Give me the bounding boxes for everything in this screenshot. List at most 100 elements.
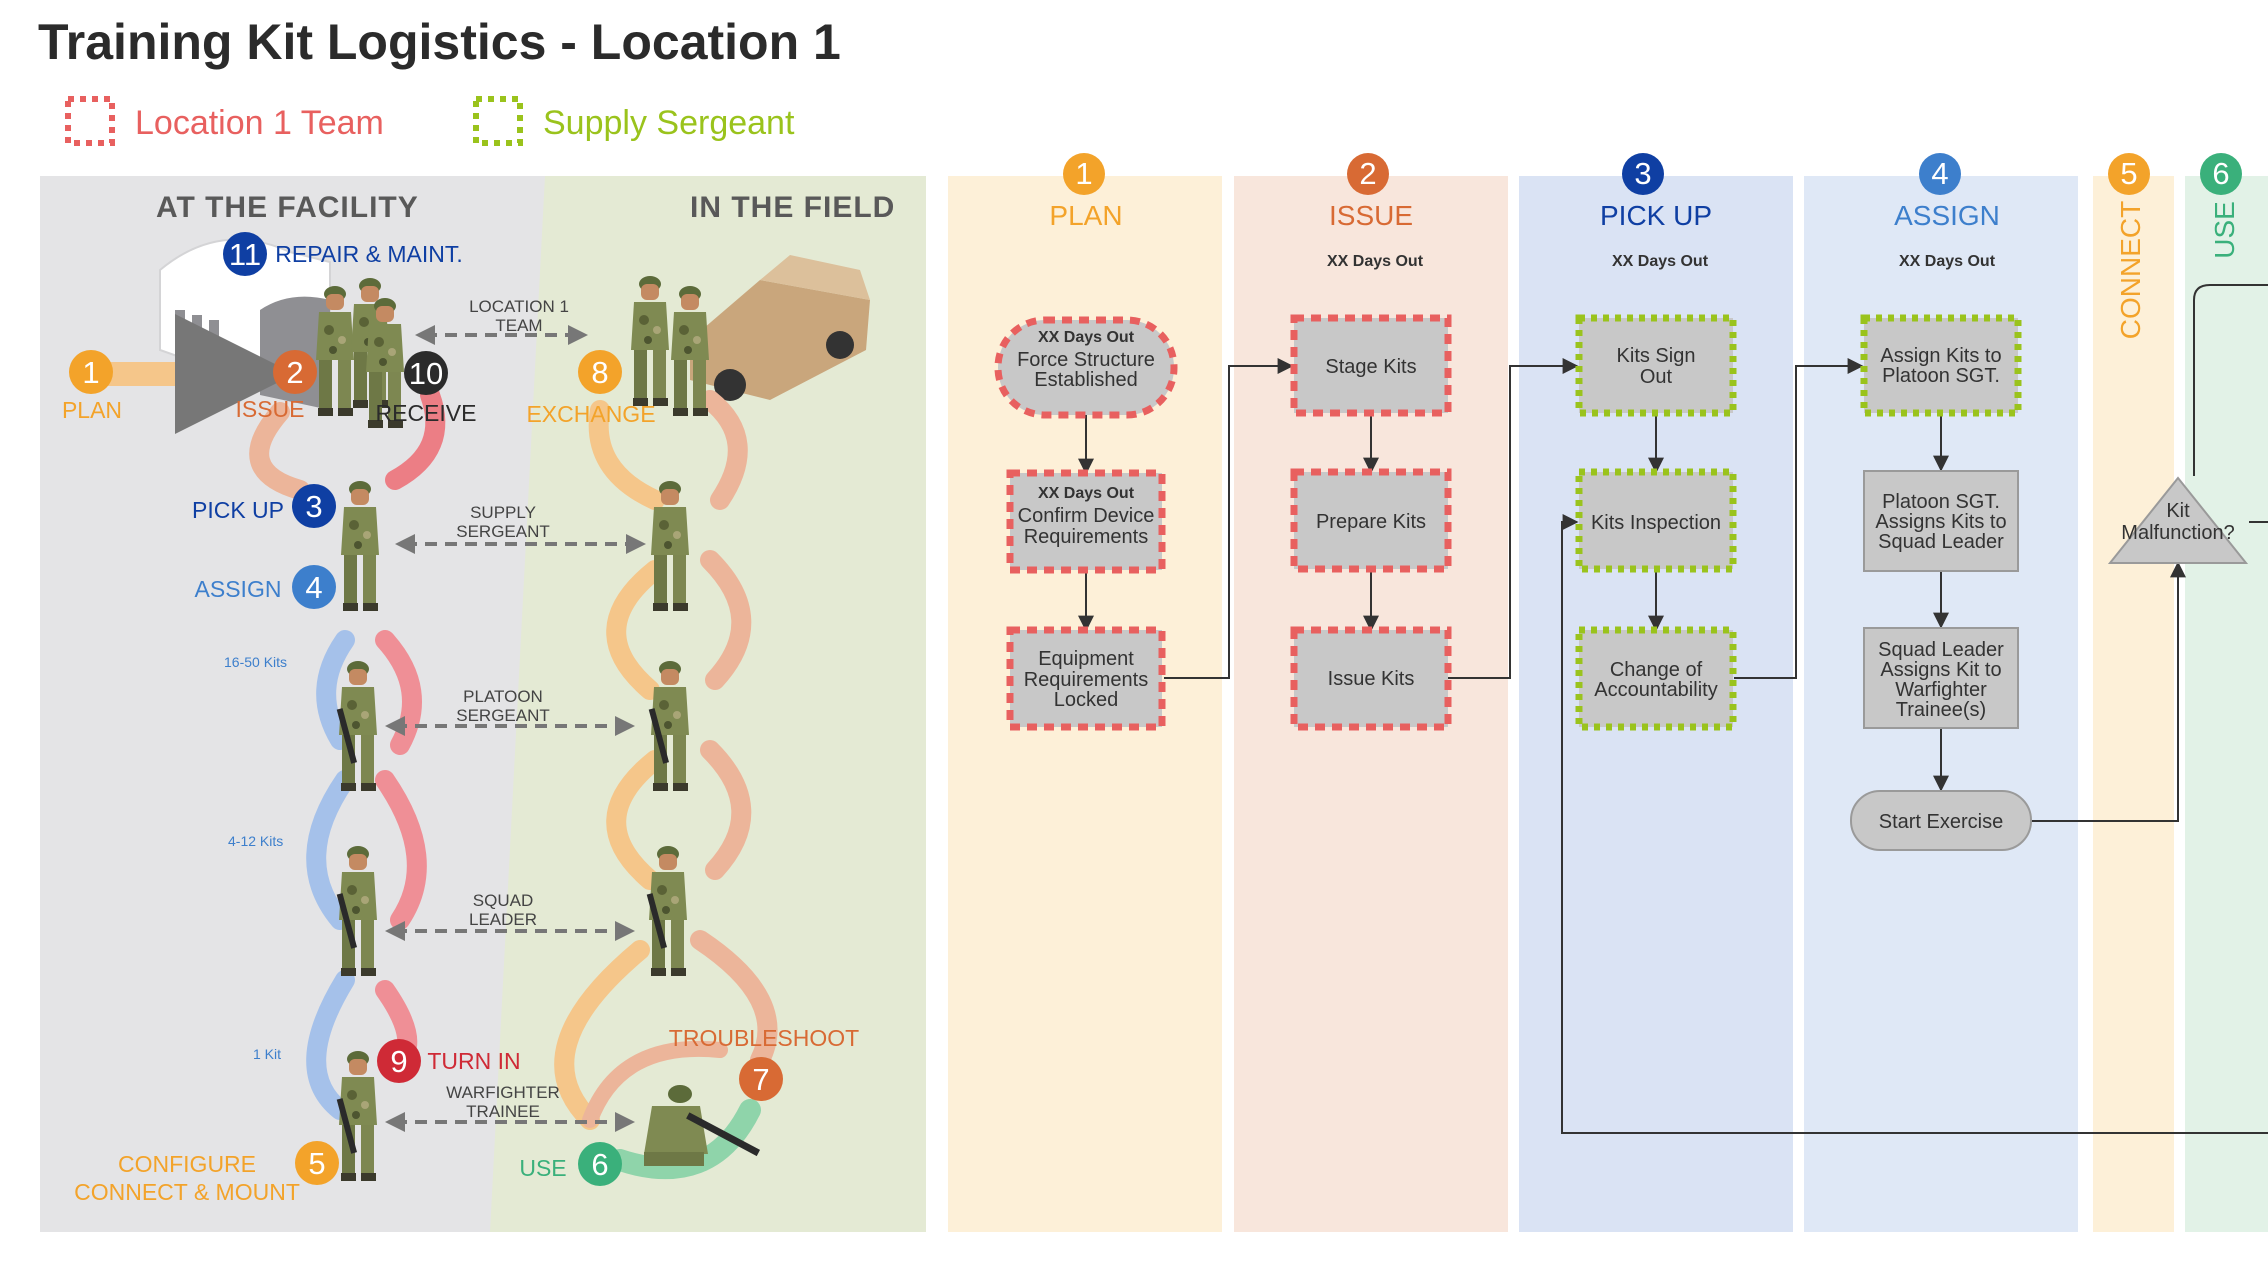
svg-text:Locked: Locked xyxy=(1054,689,1119,711)
kit-count-trainee: 1 Kit xyxy=(253,1046,281,1062)
svg-text:Platoon SGT.: Platoon SGT. xyxy=(1882,365,2000,387)
svg-text:Force Structure: Force Structure xyxy=(1017,349,1155,371)
flow-box-confirm-device: XX Days Out Confirm Device Requirements xyxy=(1006,469,1166,574)
legend-location-team-swatch xyxy=(65,96,115,146)
svg-text:CONNECT: CONNECT xyxy=(2115,201,2146,339)
svg-text:4: 4 xyxy=(305,570,322,605)
lane-header-assign: 4 ASSIGN XX Days Out xyxy=(1894,153,2000,270)
svg-text:Confirm Device: Confirm Device xyxy=(1018,505,1155,527)
legend-location-team-label: Location 1 Team xyxy=(135,104,384,142)
svg-text:XX Days Out: XX Days Out xyxy=(1038,485,1135,502)
step-badge-assign: 4 ASSIGN xyxy=(195,565,336,609)
svg-text:Malfunction?: Malfunction? xyxy=(2121,522,2234,544)
svg-text:EXCHANGE: EXCHANGE xyxy=(526,401,655,427)
svg-text:2: 2 xyxy=(286,355,303,390)
flow-box-change-accountability: Change of Accountability xyxy=(1575,626,1737,731)
svg-text:Start Exercise: Start Exercise xyxy=(1879,811,2003,833)
flow-box-squad-assigns: Squad Leader Assigns Kit to Warfighter T… xyxy=(1863,627,2019,729)
svg-text:9: 9 xyxy=(390,1044,407,1079)
flow-connectors xyxy=(1078,284,2268,1134)
svg-text:ISSUE: ISSUE xyxy=(1329,200,1413,231)
svg-text:XX Days Out: XX Days Out xyxy=(1038,329,1135,346)
svg-text:8: 8 xyxy=(591,355,608,390)
svg-text:10: 10 xyxy=(409,356,443,391)
svg-text:7: 7 xyxy=(752,1062,769,1097)
step-badge-configure: 5 CONFIGURE CONNECT & MOUNT xyxy=(74,1141,339,1205)
flow-box-equipment-locked: Equipment Requirements Locked xyxy=(1006,626,1166,731)
svg-text:Established: Established xyxy=(1034,369,1137,391)
lane-header-connect: 5 CONNECT xyxy=(2108,153,2150,339)
facility-background xyxy=(40,176,545,1232)
svg-text:PLAN: PLAN xyxy=(1049,200,1122,231)
flow-box-start-exercise: Start Exercise xyxy=(1850,790,2032,851)
step-badge-receive: 10 RECEIVE xyxy=(376,351,477,426)
lane-header-plan: 1 PLAN xyxy=(1049,153,1123,231)
step-badge-troubleshoot: 7 TROUBLESHOOT xyxy=(669,1025,859,1101)
svg-text:5: 5 xyxy=(2120,156,2137,191)
flow-assign: Assign Kits to Platoon SGT. Platoon SGT.… xyxy=(1850,314,2032,851)
svg-text:Squad Leader: Squad Leader xyxy=(1878,531,2004,553)
illustration-step-badges: 1 PLAN 2 ISSUE 3 PICK UP 4 ASSIGN 5 xyxy=(62,232,859,1205)
flow-issue: Stage Kits Prepare Kits Issue Kits xyxy=(1290,314,1452,731)
svg-text:RECEIVE: RECEIVE xyxy=(376,400,477,426)
flow-pickup: Kits Sign Out Kits Inspection Change of … xyxy=(1575,314,1737,731)
page-title: Training Kit Logistics - Location 1 xyxy=(38,14,841,70)
svg-text:USE: USE xyxy=(519,1155,566,1181)
svg-text:XX Days Out: XX Days Out xyxy=(1327,253,1424,270)
flow-plan: XX Days Out Force Structure Established … xyxy=(994,316,1178,731)
step-badge-turnin: 9 TURN IN xyxy=(377,1039,521,1083)
flow-box-kit-malfunction: Kit Malfunction? xyxy=(2107,476,2249,564)
svg-text:Requirements: Requirements xyxy=(1024,669,1149,691)
step-badge-exchange: 8 EXCHANGE xyxy=(526,350,656,427)
legend-supply-sergeant-swatch xyxy=(473,96,523,146)
process-flow-arrows xyxy=(88,314,778,1180)
legend: Location 1 Team Supply Sergeant xyxy=(65,96,795,146)
lane-use-bg xyxy=(2185,176,2268,1232)
step-badge-use: 6 USE xyxy=(519,1142,622,1186)
svg-text:Prepare Kits: Prepare Kits xyxy=(1316,511,1426,533)
svg-text:Trainee(s): Trainee(s) xyxy=(1896,699,1986,721)
step-badge-plan: 1 PLAN xyxy=(62,350,122,423)
svg-text:5: 5 xyxy=(308,1146,325,1181)
step-badge-issue: 2 ISSUE xyxy=(235,350,317,422)
svg-text:Equipment: Equipment xyxy=(1038,648,1134,670)
field-truck xyxy=(690,255,870,401)
svg-text:XX Days Out: XX Days Out xyxy=(1899,253,1996,270)
svg-text:11: 11 xyxy=(229,237,261,272)
svg-text:CONNECT & MOUNT: CONNECT & MOUNT xyxy=(74,1179,300,1205)
kit-count-labels: 16-50 Kits 4-12 Kits 1 Kit xyxy=(224,654,287,1062)
kit-count-platoon: 16-50 Kits xyxy=(224,654,287,670)
svg-text:3: 3 xyxy=(305,489,322,524)
turnin-return-arrow xyxy=(385,385,446,490)
svg-text:Assigns Kits to: Assigns Kits to xyxy=(1875,511,2006,533)
step-badge-pickup: 3 PICK UP xyxy=(192,484,336,528)
kit-count-squad: 4-12 Kits xyxy=(228,833,283,849)
svg-text:Platoon SGT.: Platoon SGT. xyxy=(1882,491,2000,513)
svg-text:Accountability: Accountability xyxy=(1594,679,1717,701)
svg-text:6: 6 xyxy=(2212,156,2229,191)
flow-box-prepare-kits: Prepare Kits xyxy=(1290,468,1452,573)
svg-text:Squad Leader: Squad Leader xyxy=(1878,639,2004,661)
svg-text:REPAIR & MAINT.: REPAIR & MAINT. xyxy=(275,241,462,267)
svg-text:Requirements: Requirements xyxy=(1024,526,1149,548)
svg-text:Assigns Kit to: Assigns Kit to xyxy=(1880,659,2001,681)
lane-header-issue: 2 ISSUE XX Days Out xyxy=(1327,153,1424,270)
svg-text:1: 1 xyxy=(82,355,99,390)
flow-box-platoon-assigns: Platoon SGT. Assigns Kits to Squad Leade… xyxy=(1863,470,2019,572)
svg-text:TURN IN: TURN IN xyxy=(427,1048,520,1074)
field-header: IN THE FIELD xyxy=(690,191,895,224)
svg-text:CONFIGURE: CONFIGURE xyxy=(118,1151,256,1177)
svg-text:USE: USE xyxy=(2209,201,2240,259)
svg-text:Stage Kits: Stage Kits xyxy=(1325,356,1416,378)
lane-header-pickup: 3 PICK UP XX Days Out xyxy=(1600,153,1712,270)
svg-text:ASSIGN: ASSIGN xyxy=(195,576,282,602)
illustration-panel: AT THE FACILITY IN THE FIELD xyxy=(40,176,926,1232)
svg-text:Kits Inspection: Kits Inspection xyxy=(1591,512,1721,534)
svg-text:Kit: Kit xyxy=(2166,500,2190,522)
